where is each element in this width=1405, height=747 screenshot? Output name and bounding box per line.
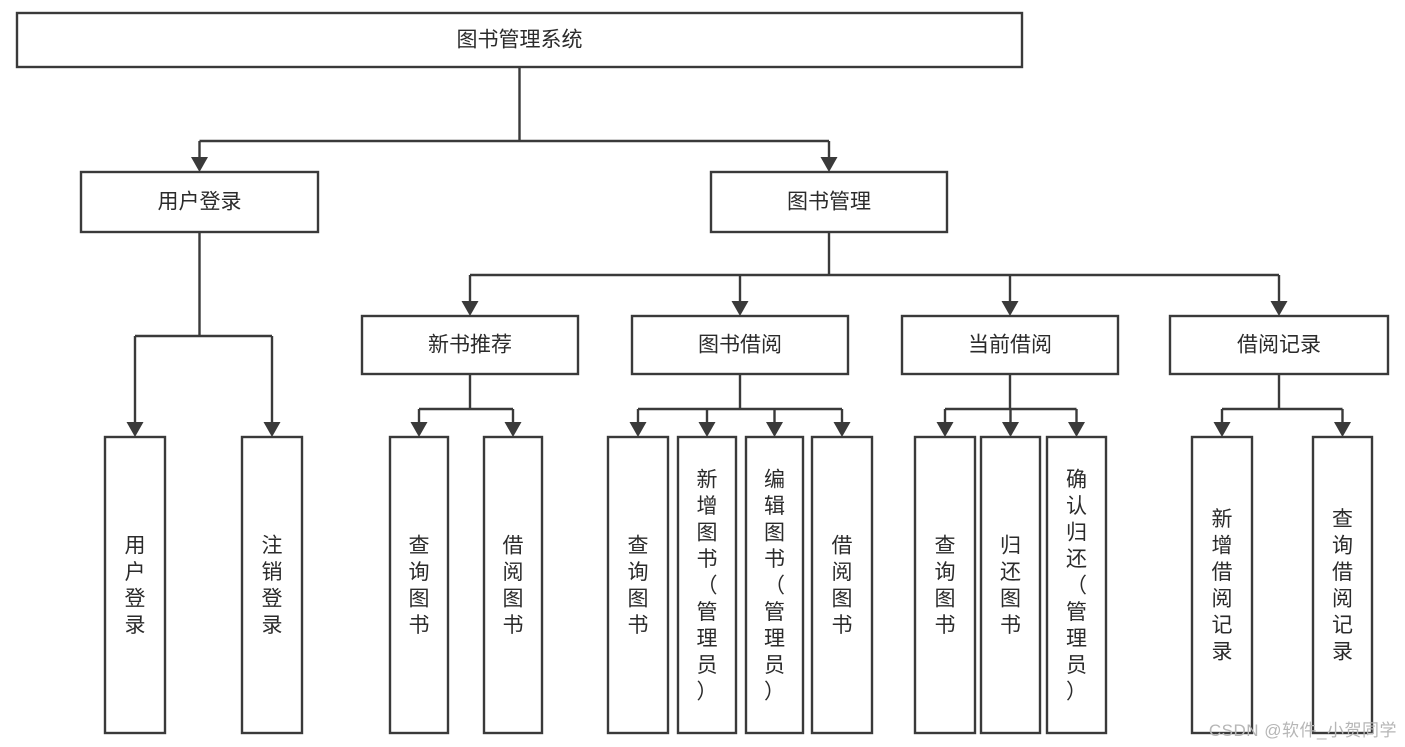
- node-label-leaf-confirm-return-admin: 确认归还（管理员）: [1066, 468, 1087, 703]
- node-box-borrow-record: [1168, 314, 1390, 376]
- node-label-book-borrow: 图书借阅: [698, 334, 782, 357]
- node-leaf-add-book-admin[interactable]: 新增图书（管理员）: [676, 435, 738, 735]
- arrowhead-new-book-rec-0: [410, 422, 428, 437]
- arrowhead-user-login-1: [263, 422, 281, 437]
- arrowhead-current-borrow-2: [1068, 422, 1085, 437]
- node-leaf-add-borrow-record[interactable]: 新增借阅记录: [1190, 435, 1254, 735]
- arrowhead-root-1: [820, 157, 838, 172]
- node-leaf-borrow-book-rec[interactable]: 借阅图书: [482, 435, 544, 735]
- arrowhead-book-borrow-0: [629, 422, 647, 437]
- node-label-user-login: 用户登录: [158, 191, 242, 214]
- arrowhead-book-manage-2: [1001, 301, 1019, 316]
- node-box-leaf-query-book-current: [913, 435, 977, 735]
- node-leaf-edit-book-admin[interactable]: 编辑图书（管理员）: [744, 435, 805, 735]
- node-label-current-borrow: 当前借阅: [968, 334, 1052, 357]
- node-label-leaf-user-login: 用户登录: [125, 535, 146, 638]
- arrowhead-book-borrow-3: [833, 422, 851, 437]
- node-new-book-rec[interactable]: 新书推荐: [360, 314, 580, 376]
- arrowhead-borrow-record-0: [1213, 422, 1231, 437]
- node-box-leaf-borrow-book-rec: [482, 435, 544, 735]
- node-label-leaf-query-borrow-record: 查询借阅记录: [1332, 508, 1353, 664]
- node-leaf-query-book-borrow[interactable]: 查询图书: [606, 435, 670, 735]
- arrowhead-borrow-record-1: [1334, 422, 1351, 437]
- arrowhead-book-borrow-1: [698, 422, 716, 437]
- connector-lines-group: [126, 67, 1351, 437]
- node-book-manage[interactable]: 图书管理: [709, 170, 949, 234]
- node-box-leaf-user-login: [103, 435, 167, 735]
- node-leaf-return-book[interactable]: 归还图书: [979, 435, 1042, 735]
- node-label-leaf-query-book-current: 查询图书: [935, 535, 956, 638]
- node-label-leaf-borrow-book-rec: 借阅图书: [503, 535, 524, 638]
- node-leaf-confirm-return-admin[interactable]: 确认归还（管理员）: [1045, 435, 1108, 735]
- arrowhead-user-login-0: [126, 422, 144, 437]
- arrowhead-book-borrow-2: [766, 422, 783, 437]
- node-label-leaf-return-book: 归还图书: [1000, 535, 1021, 638]
- node-box-leaf-edit-book-admin: [744, 435, 805, 735]
- node-box-new-book-rec: [360, 314, 580, 376]
- node-box-book-borrow: [630, 314, 850, 376]
- node-borrow-record[interactable]: 借阅记录: [1168, 314, 1390, 376]
- arrowhead-book-manage-1: [731, 301, 749, 316]
- arrowhead-book-manage-0: [461, 301, 479, 316]
- node-leaf-logout[interactable]: 注销登录: [240, 435, 304, 735]
- node-book-borrow[interactable]: 图书借阅: [630, 314, 850, 376]
- node-box-leaf-return-book: [979, 435, 1042, 735]
- node-leaf-user-login[interactable]: 用户登录: [103, 435, 167, 735]
- node-label-leaf-query-book-rec: 查询图书: [409, 535, 430, 638]
- node-current-borrow[interactable]: 当前借阅: [900, 314, 1120, 376]
- node-box-leaf-add-borrow-record: [1190, 435, 1254, 735]
- node-box-root: [15, 11, 1024, 69]
- node-label-book-manage: 图书管理: [787, 191, 871, 214]
- node-box-leaf-logout: [240, 435, 304, 735]
- arrowhead-current-borrow-1: [1002, 422, 1019, 437]
- node-leaf-query-borrow-record[interactable]: 查询借阅记录: [1311, 435, 1374, 735]
- node-label-leaf-query-book-borrow: 查询图书: [628, 535, 649, 638]
- node-leaf-query-book-rec[interactable]: 查询图书: [388, 435, 450, 735]
- node-label-new-book-rec: 新书推荐: [428, 334, 512, 357]
- arrowhead-new-book-rec-1: [504, 422, 522, 437]
- node-label-leaf-add-borrow-record: 新增借阅记录: [1212, 508, 1233, 664]
- node-label-leaf-borrow-book: 借阅图书: [832, 535, 853, 638]
- node-box-leaf-confirm-return-admin: [1045, 435, 1108, 735]
- node-label-root: 图书管理系统: [457, 29, 583, 52]
- node-box-leaf-add-book-admin: [676, 435, 738, 735]
- node-boxes-group: 图书管理系统用户登录图书管理新书推荐图书借阅当前借阅借阅记录用户登录注销登录查询…: [15, 11, 1390, 735]
- node-label-borrow-record: 借阅记录: [1237, 334, 1321, 357]
- node-label-leaf-add-book-admin: 新增图书（管理员）: [697, 468, 718, 703]
- node-box-user-login: [79, 170, 320, 234]
- node-leaf-borrow-book[interactable]: 借阅图书: [810, 435, 874, 735]
- node-box-leaf-query-borrow-record: [1311, 435, 1374, 735]
- node-user-login[interactable]: 用户登录: [79, 170, 320, 234]
- node-box-leaf-query-book-rec: [388, 435, 450, 735]
- node-root[interactable]: 图书管理系统: [15, 11, 1024, 69]
- arrowhead-root-0: [191, 157, 208, 172]
- node-label-leaf-edit-book-admin: 编辑图书（管理员）: [764, 468, 785, 703]
- node-leaf-query-book-current[interactable]: 查询图书: [913, 435, 977, 735]
- node-box-current-borrow: [900, 314, 1120, 376]
- node-box-book-manage: [709, 170, 949, 234]
- arrowhead-book-manage-3: [1270, 301, 1288, 316]
- node-box-leaf-borrow-book: [810, 435, 874, 735]
- arrowhead-current-borrow-0: [936, 422, 954, 437]
- node-label-leaf-logout: 注销登录: [262, 535, 283, 638]
- node-box-leaf-query-book-borrow: [606, 435, 670, 735]
